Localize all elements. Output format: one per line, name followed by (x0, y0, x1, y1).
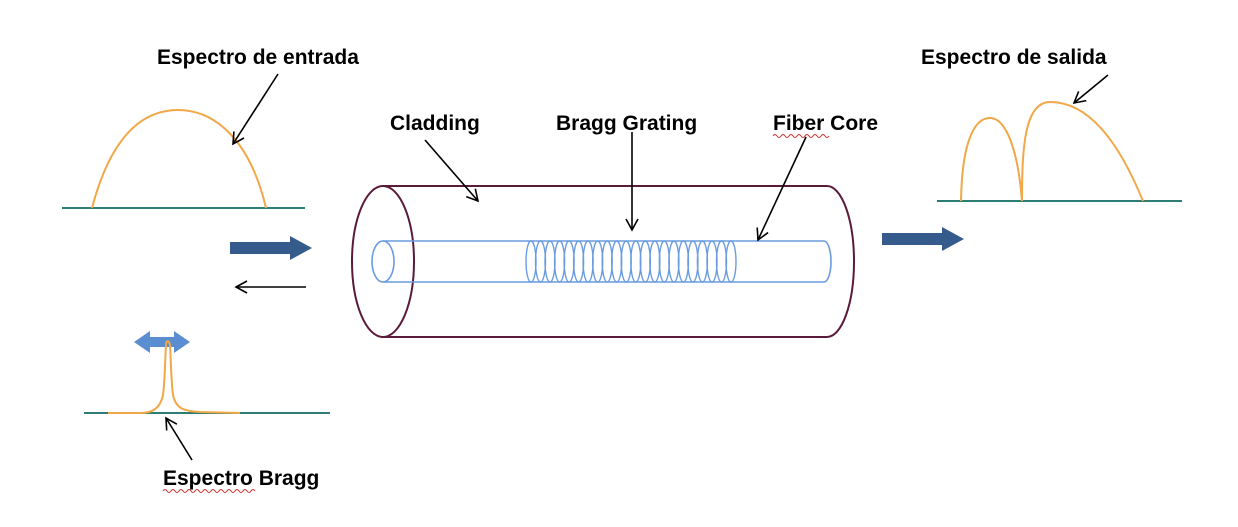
bragg-spectrum-curve (108, 340, 241, 414)
spellcheck-underline-fiber (772, 134, 830, 138)
bragg-spectrum-label: Espectro Bragg (163, 467, 319, 490)
input-spectrum-label: Espectro de entrada (157, 46, 359, 69)
wavelength-shift-double-arrow (134, 331, 190, 353)
grating-ring (706, 240, 718, 283)
bragg-spectrum (84, 340, 330, 414)
grating-ring (620, 240, 632, 283)
grating-ring (725, 240, 737, 283)
input-spectrum-pointer (232, 73, 279, 146)
output-spectrum-pointer (1072, 74, 1109, 105)
grating-ring (677, 240, 690, 283)
fiber-core-pointer (756, 136, 807, 242)
grating-ring (544, 240, 556, 283)
grating-ring (668, 240, 680, 283)
cladding-front-face (351, 185, 415, 338)
forward-arrow-output (882, 227, 964, 251)
grating-ring (639, 240, 651, 283)
fiber-cladding (351, 185, 855, 338)
spellcheck-underline-bragg (162, 489, 256, 493)
grating-ring (525, 240, 537, 283)
cladding-label: Cladding (390, 112, 480, 135)
input-spectrum (62, 108, 305, 209)
grating-ring (611, 240, 623, 283)
core-front-face (371, 240, 395, 283)
grating-ring (696, 240, 709, 283)
output-spectrum (937, 100, 1182, 202)
bragg-grating-label: Bragg Grating (556, 112, 697, 135)
cladding-back-edge (826, 185, 855, 338)
grating-ring (553, 240, 566, 283)
cladding-pointer (424, 139, 480, 203)
forward-arrow-input (230, 236, 312, 260)
grating-ring (687, 240, 699, 283)
input-spectrum-curve (91, 108, 267, 209)
grating-ring (563, 240, 575, 283)
grating-ring (572, 240, 585, 283)
core-back-edge (823, 240, 832, 283)
bragg-spectrum-pointer (165, 416, 193, 461)
fiber-core-label: Fiber Core (773, 112, 878, 135)
grating-ring (534, 240, 547, 283)
grating-ring (649, 240, 661, 283)
output-spectrum-curve (960, 100, 1144, 202)
grating-ring (592, 240, 604, 283)
bragg-grating (525, 240, 737, 283)
grating-ring (601, 240, 613, 283)
grating-ring (582, 240, 594, 283)
grating-ring (715, 240, 728, 283)
output-spectrum-label: Espectro de salida (921, 46, 1107, 69)
grating-ring (658, 240, 670, 283)
fiber-core (371, 240, 832, 283)
grating-ring (630, 240, 642, 283)
